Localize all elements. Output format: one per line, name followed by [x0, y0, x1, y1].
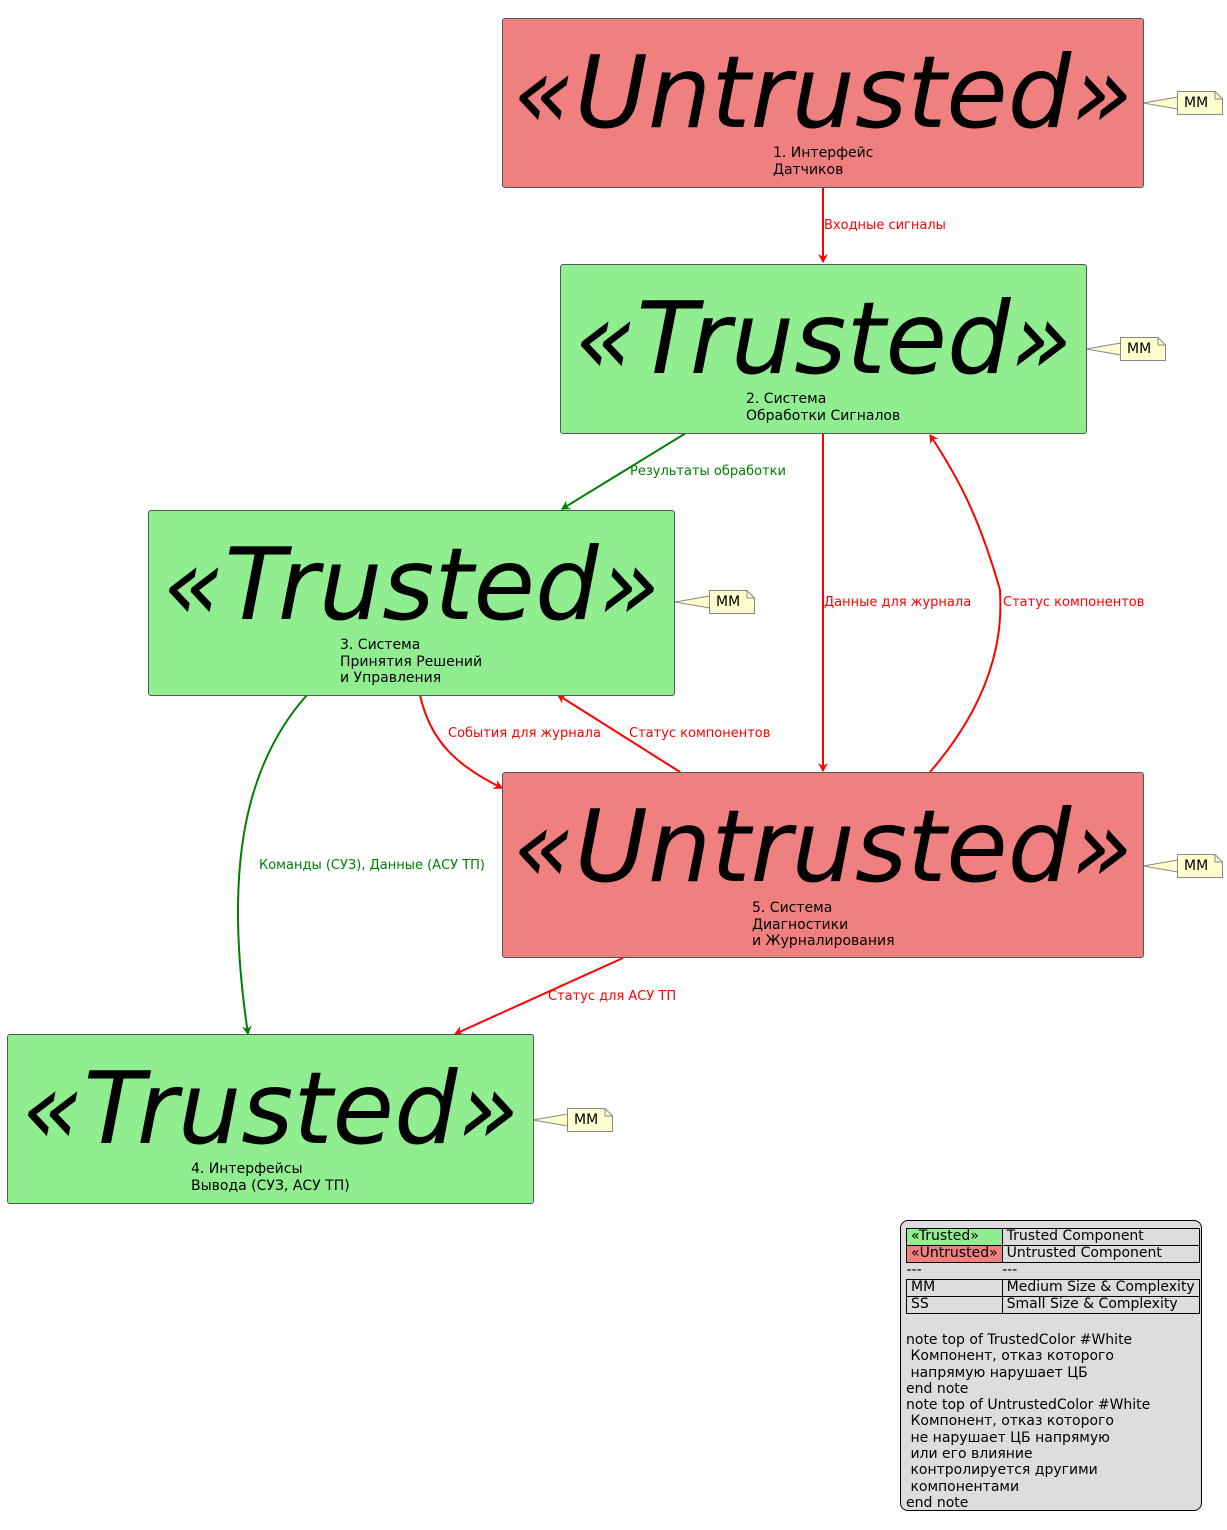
note-text: MM: [1184, 858, 1209, 874]
note-tether-4: [532, 1113, 569, 1127]
note-tether-5: [1142, 859, 1179, 873]
component-label: 5. Система Диагностики и Журналирования: [752, 900, 895, 949]
size-note: MM: [1120, 337, 1166, 361]
stereotype-label: «Untrusted»: [512, 788, 1134, 905]
component-decision-control: «Trusted» 3. Система Принятия Решений и …: [148, 510, 675, 696]
component-signal-processing: «Trusted» 2. Система Обработки Сигналов: [560, 264, 1087, 434]
edge-5-to-3: [557, 694, 681, 773]
component-label: 4. Интерфейсы Вывода (СУЗ, АСУ ТП): [191, 1161, 350, 1194]
note-tether-1: [1142, 96, 1179, 110]
size-note: MM: [1177, 854, 1223, 878]
stereotype-label: «Trusted»: [162, 526, 661, 643]
note-text: MM: [716, 594, 741, 610]
note-text: MM: [1127, 341, 1152, 357]
stereotype-label: «Trusted»: [21, 1050, 520, 1167]
edge-label-component-status: Статус компонентов: [629, 726, 771, 741]
component-sensor-interface: «Untrusted» 1. Интерфейс Датчиков: [502, 18, 1144, 188]
legend-row: --- ---: [907, 1263, 1200, 1280]
edge-label-log-events: События для журнала: [448, 726, 601, 741]
legend-row: «Untrusted» Untrusted Component: [906, 1245, 1200, 1263]
edge-label-processing-results: Результаты обработки: [630, 464, 786, 479]
legend-table: «Trusted» Trusted Component «Untrusted» …: [906, 1228, 1200, 1314]
size-note: MM: [1177, 91, 1223, 115]
edge-label-commands-data: Команды (СУЗ), Данные (АСУ ТП): [259, 858, 485, 873]
legend-key: «Trusted»: [906, 1228, 1003, 1246]
component-diagnostics-logging: «Untrusted» 5. Система Диагностики и Жур…: [502, 772, 1144, 958]
component-label: 2. Система Обработки Сигналов: [746, 391, 901, 424]
component-label: 3. Система Принятия Решений и Управления: [340, 637, 483, 686]
size-note: MM: [709, 590, 755, 614]
edge-5-to-2: [929, 434, 1002, 773]
note-text: MM: [1184, 95, 1209, 111]
legend-key: «Untrusted»: [906, 1245, 1003, 1263]
legend-row: MM Medium Size & Complexity: [906, 1279, 1200, 1297]
edge-2-to-3: [561, 432, 687, 510]
stereotype-label: «Trusted»: [574, 280, 1073, 397]
legend-key: SS: [906, 1296, 1003, 1314]
size-note: MM: [567, 1108, 613, 1132]
legend-value: Medium Size & Complexity: [1001, 1279, 1200, 1297]
edge-label-input-signals: Входные сигналы: [824, 218, 946, 233]
edge-label-component-status: Статус компонентов: [1003, 595, 1145, 610]
edge-3-to-4: [236, 694, 308, 1035]
stereotype-label: «Untrusted»: [512, 34, 1134, 151]
edge-label-log-data: Данные для журнала: [824, 595, 972, 610]
legend-value: Small Size & Complexity: [1001, 1296, 1200, 1314]
component-output-interfaces: «Trusted» 4. Интерфейсы Вывода (СУЗ, АСУ…: [7, 1034, 534, 1204]
component-label: 1. Интерфейс Датчиков: [773, 145, 874, 178]
legend: «Trusted» Trusted Component «Untrusted» …: [900, 1220, 1202, 1511]
note-tether-2: [1085, 342, 1122, 356]
legend-row: «Trusted» Trusted Component: [906, 1228, 1200, 1246]
edge-5-to-4: [454, 957, 624, 1036]
legend-key: ---: [906, 1262, 922, 1279]
legend-key: MM: [906, 1279, 1003, 1297]
legend-value: Untrusted Component: [1001, 1245, 1200, 1263]
legend-value: Trusted Component: [1001, 1228, 1200, 1246]
note-text: MM: [574, 1112, 599, 1128]
edge-label-status-acs: Статус для АСУ ТП: [548, 989, 677, 1004]
edge-3-to-5: [419, 694, 503, 789]
note-tether-3: [674, 595, 711, 609]
legend-row: SS Small Size & Complexity: [906, 1296, 1200, 1314]
legend-note-text: note top of TrustedColor #White Компонен…: [906, 1332, 1151, 1511]
legend-value: ---: [1002, 1262, 1018, 1279]
